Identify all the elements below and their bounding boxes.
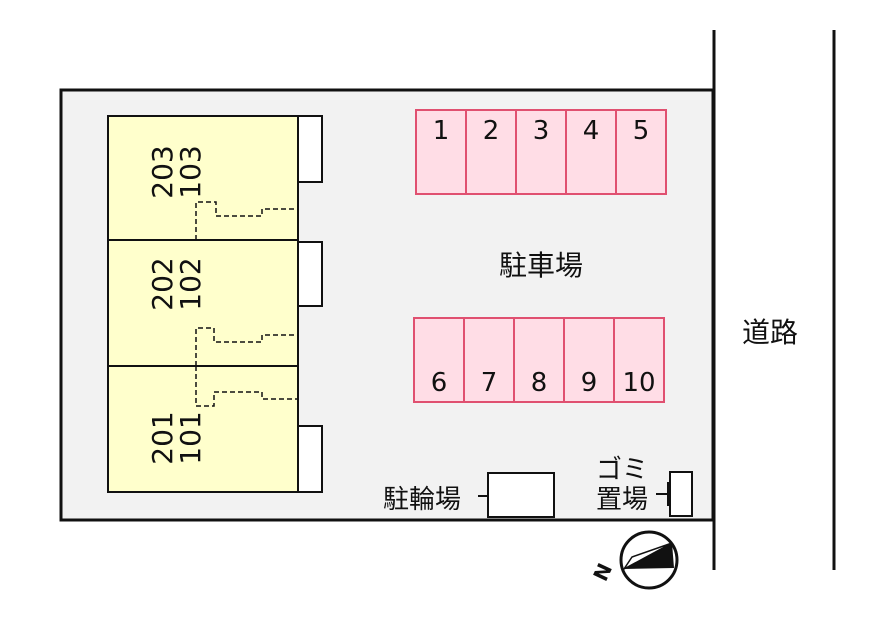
parking-space-box [615,109,667,195]
parking-label: 駐車場 [499,249,583,282]
bicycle-parking: 駐輪場 [383,472,555,518]
road-label: 道路 [742,316,798,349]
parking-space-number: 10 [622,368,655,398]
parking-space-box [413,317,465,403]
parking-space-box [463,317,515,403]
parking-space-1: 1 [415,109,467,195]
partition-line [195,327,298,366]
parking-space-6: 6 [413,317,465,403]
parking-space-box [565,109,617,195]
parking-space-number: 3 [533,116,550,146]
unit-block-203-103: 203 103 [107,115,323,241]
balcony [297,115,323,183]
compass-needle-light [623,542,673,570]
parking-space-10: 10 [613,317,665,403]
unit-number-upper: 202 [146,257,179,310]
parking-row-bottom: 6 7 8 9 10 [413,317,665,403]
parking-space-box [613,317,665,403]
unit-box [107,365,299,493]
bicycle-parking-box [487,472,555,518]
unit-number-lower: 103 [174,145,207,198]
parking-space-number: 1 [433,116,450,146]
parking-space-number: 8 [531,368,548,398]
parking-space-number: 5 [633,116,650,146]
parking-space-number: 2 [483,116,500,146]
parking-space-box [513,317,565,403]
compass-north-label: N [588,559,617,584]
unit-number-upper: 201 [146,411,179,464]
parking-space-8: 8 [513,317,565,403]
partition-line [195,201,298,240]
building: 203 103 202 102 201 101 [107,115,323,493]
parking-space-9: 9 [563,317,615,403]
unit-block-202-102: 202 102 [107,239,323,367]
parking-space-4: 4 [565,109,617,195]
garbage-area: ゴミ 置場 [596,455,693,517]
parking-space-number: 7 [481,368,498,398]
parking-space-3: 3 [515,109,567,195]
partition-line [195,366,298,407]
unit-number-lower: 102 [174,257,207,310]
garbage-label-line1: ゴミ [596,455,648,485]
parking-space-number: 6 [431,368,448,398]
unit-box [107,115,299,241]
bicycle-parking-label: 駐輪場 [383,485,461,515]
parking-space-7: 7 [463,317,515,403]
compass-icon: N [588,530,679,590]
garbage-label-line2: 置場 [596,485,648,515]
unit-block-201-101: 201 101 [107,365,323,493]
unit-number-upper: 203 [146,145,179,198]
parking-space-5: 5 [615,109,667,195]
parking-row-top: 1 2 3 4 5 [415,109,667,195]
parking-space-number: 4 [583,116,600,146]
parking-space-2: 2 [465,109,517,195]
balcony [297,425,323,493]
unit-box [107,239,299,367]
garbage-area-box [669,471,693,517]
unit-number-lower: 101 [174,411,207,464]
balcony [297,241,323,307]
parking-space-number: 9 [581,368,598,398]
